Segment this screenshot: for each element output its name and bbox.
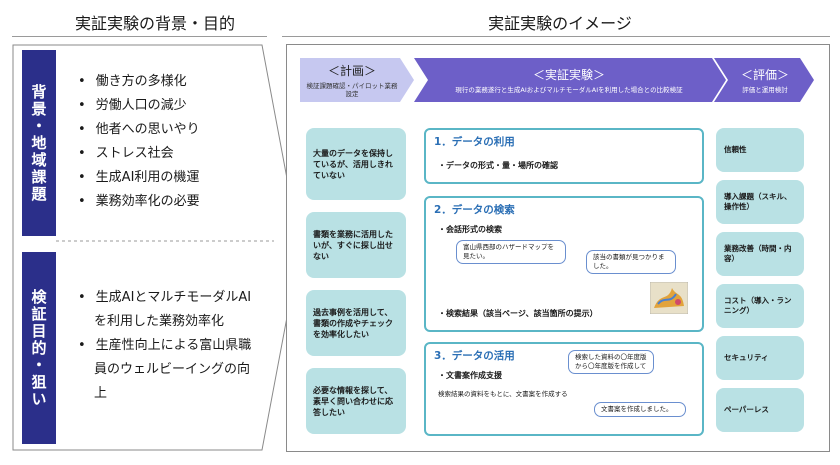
background-item: 他者への思いやり [78,118,258,142]
evaluation-text: 導入課題（スキル、操作性） [724,192,792,211]
right-heading: 実証実験のイメージ [488,14,632,33]
step-2-item-1: ・会話形式の検索 [438,225,502,234]
background-item: ストレス社会 [78,142,258,166]
background-item: 生成AI利用の機運 [78,166,258,190]
purpose-list: 生成AIとマルチモーダルAIを利用した業務効率化 生産性向上による富山県職員のウ… [78,286,253,406]
issue-text: 大量のデータを保持しているが、活用しきれていない [313,148,393,180]
left-heading: 実証実験の背景・目的 [74,14,235,33]
evaluation-box: 業務改善（時間・内容） [716,232,804,276]
issue-box: 過去事例を活用して、書類の作成やチェックを効率化したい [306,290,406,356]
evaluation-text: 業務改善（時間・内容） [724,244,792,263]
evaluation-box: コスト（導入・ランニング） [716,284,804,328]
evaluation-text: セキュリティ [724,353,769,362]
phase-evaluation-title: ＜評価＞ [740,68,789,82]
ai-reply-bubble: 該当の書類が見つかりました。 [586,250,676,274]
background-list: 働き方の多様化 労働人口の減少 他者への思いやり ストレス社会 生成AI利用の機… [78,70,258,214]
phase-evaluation: ＜評価＞ 評価と運用検討 [722,58,808,102]
issue-box: 大量のデータを保持しているが、活用しきれていない [306,128,406,200]
step-3-desc: 検索結果の資料をもとに、文書案を作成する [438,390,568,398]
purpose-item: 生産性向上による富山県職員のウェルビーイングの向上 [78,334,253,406]
user-request-bubble: 検索した資料の〇年度版から〇年度版を作成して [568,350,654,374]
step-2-item-2: ・検索結果（該当ページ、該当箇所の提示） [438,309,598,318]
issue-text: 必要な情報を探して、素早く問い合わせに応答したい [313,385,393,417]
issue-text: 過去事例を活用して、書類の作成やチェックを効率化したい [313,307,393,339]
issue-box: 必要な情報を探して、素早く問い合わせに応答したい [306,368,406,434]
phase-experiment: ＜実証実験＞ 現行の業務遂行と生成AIおよびマルチモーダルAIを利用した場合との… [424,58,714,102]
right-heading-rule [282,36,830,37]
step-2-title: 2．データの検索 [434,204,515,216]
step-3-item: ・文書案作成支援 [438,371,502,380]
evaluation-text: ペーパーレス [724,405,769,414]
evaluation-box: 信頼性 [716,128,804,172]
phase-evaluation-sub: 評価と運用検討 [742,86,788,94]
step-3-box: 3．データの活用 ・文書案作成支援 検索結果の資料をもとに、文書案を作成する 検… [424,342,704,436]
phase-experiment-title: ＜実証実験＞ [532,68,605,82]
purpose-item: 生成AIとマルチモーダルAIを利用した業務効率化 [78,286,253,334]
issue-text: 書類を業務に活用したいが、すぐに探し出せない [313,229,393,261]
background-item: 労働人口の減少 [78,94,258,118]
phase-plan: ＜計画＞ 検証課題確認・パイロット業務設定 [304,58,400,102]
evaluation-box: セキュリティ [716,336,804,380]
step-3-title: 3．データの活用 [434,350,515,362]
purpose-label: 検証目的・狙い [22,252,56,444]
evaluation-box: ペーパーレス [716,388,804,432]
step-1-box: 1．データの利用 ・データの形式・量・場所の確認 [424,128,704,184]
background-item: 働き方の多様化 [78,70,258,94]
evaluation-text: 信頼性 [724,145,747,154]
step-1-title: 1．データの利用 [434,136,515,148]
background-label: 背景・地域課題 [22,50,56,236]
phase-experiment-sub: 現行の業務遂行と生成AIおよびマルチモーダルAIを利用した場合との比較検証 [455,86,683,94]
step-1-item: ・データの形式・量・場所の確認 [438,161,558,170]
evaluation-box: 導入課題（スキル、操作性） [716,180,804,224]
phase-arrows [300,58,814,102]
issue-box: 書類を業務に活用したいが、すぐに探し出せない [306,212,406,278]
user-query-bubble: 富山県西部のハザードマップを見たい。 [456,240,566,264]
hazard-map-thumbnail [650,282,688,314]
step-2-box: 2．データの検索 ・会話形式の検索 富山県西部のハザードマップを見たい。 該当の… [424,196,704,332]
phase-plan-sub: 検証課題確認・パイロット業務設定 [306,82,398,98]
left-heading-rule [12,36,267,37]
background-item: 業務効率化の必要 [78,190,258,214]
evaluation-text: コスト（導入・ランニング） [724,296,792,315]
ai-draft-bubble: 文書案を作成しました。 [594,402,686,417]
phase-plan-title: ＜計画＞ [327,64,376,78]
